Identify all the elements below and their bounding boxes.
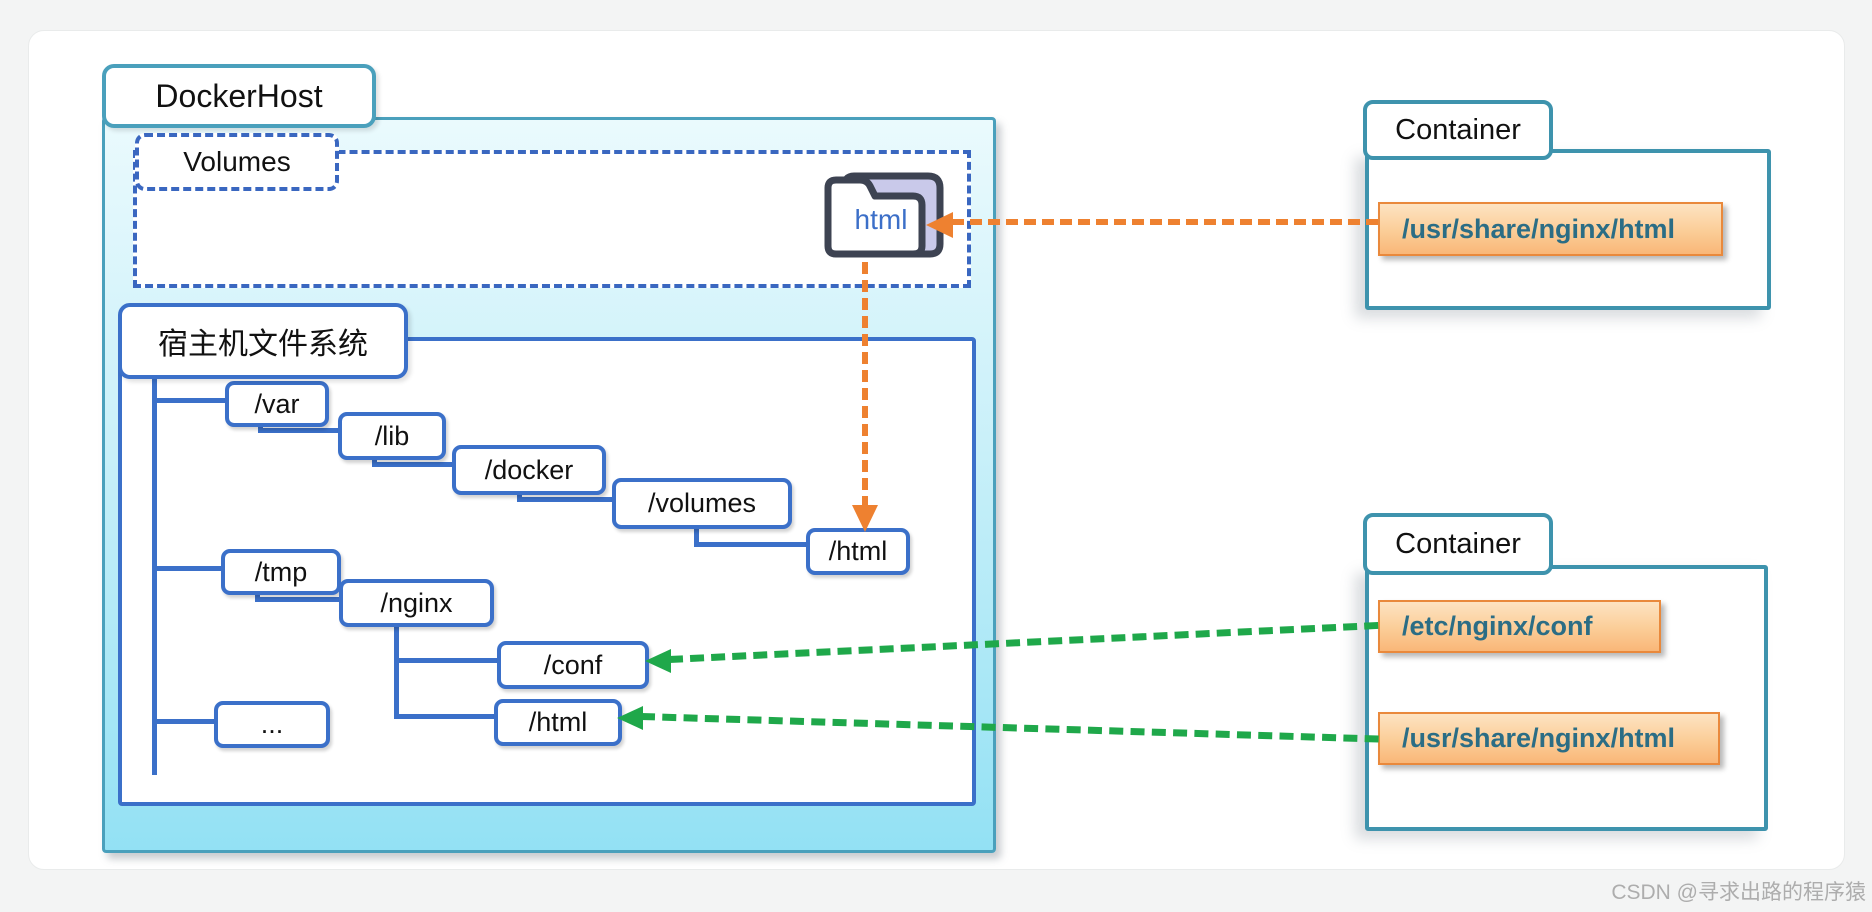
tree-branch-more [152,719,218,724]
tree-node-var: /var [225,381,329,427]
orange-dashed-line-container-to-folder [952,219,1378,225]
tree-node-lib-label: /lib [374,420,410,451]
tree-nginx-stem [394,616,399,719]
green-arrowhead-at-html [617,706,643,730]
orange-arrowhead-at-folder [926,212,953,238]
container-1-tab: Container [1363,100,1553,160]
tree-node-lib: /lib [338,412,446,460]
tree-node-html-nginx-label: /html [528,707,588,737]
folder-html-label: html [854,204,908,235]
tree-node-tmp-label: /tmp [254,556,308,587]
dockerhost-label: DockerHost [155,77,323,114]
tree-trunk [152,373,157,775]
orange-dashed-line-folder-to-html [862,262,868,508]
volumes-label: Volumes [183,146,291,177]
tree-node-more: ... [214,701,330,748]
container-2-mount-html: /usr/share/nginx/html [1378,712,1720,765]
tree-node-var-label: /var [254,388,300,419]
container-1-mount-html-label: /usr/share/nginx/html [1402,213,1676,244]
tree-stem-html-h [394,714,495,719]
tree-node-conf: /conf [497,641,649,689]
hostfs-label: 宿主机文件系统 [158,328,368,361]
container-2-tab: Container [1363,513,1553,575]
tree-node-docker-label: /docker [484,454,574,485]
open-folder-icon [824,172,944,258]
tree-node-nginx: /nginx [339,579,494,627]
tree-node-more-label: ... [260,709,284,739]
tree-branch-var [152,398,228,403]
tree-branch-tmp [152,566,224,571]
container-1-mount-html: /usr/share/nginx/html [1378,202,1723,256]
tree-node-html-volume: /html [806,528,910,575]
orange-arrowhead-at-html-node [852,505,878,532]
container-2-mount-conf-label: /etc/nginx/conf [1402,611,1593,641]
tree-node-volumes-label: /volumes [647,488,757,518]
tree-node-volumes: /volumes [612,478,792,529]
tree-tmp-nginx-h [255,597,343,602]
tree-node-nginx-label: /nginx [380,587,453,618]
tree-volumes-html-v [694,519,699,547]
tree-var-lib-h [258,428,342,433]
tree-stem-conf-h [394,658,498,663]
tree-volumes-html-h [694,542,810,547]
tree-node-tmp: /tmp [221,549,341,595]
tree-node-docker: /docker [452,445,606,495]
container-2-label: Container [1395,527,1521,560]
green-arrowhead-at-conf [645,649,671,673]
tree-node-conf-label: /conf [543,649,603,680]
container-2-mount-html-label: /usr/share/nginx/html [1402,723,1676,753]
tree-docker-volumes-h [517,497,616,502]
tree-node-html-volume-label: /html [828,536,888,566]
container-1-label: Container [1395,113,1521,146]
dockerhost-tab: DockerHost [102,64,376,128]
container-2-mount-conf: /etc/nginx/conf [1378,600,1661,653]
tree-node-html-nginx: /html [494,699,622,746]
tree-lib-docker-h [372,462,456,467]
hostfs-tab: 宿主机文件系统 [118,303,408,379]
watermark: CSDN @寻求出路的程序猿 [1611,881,1866,904]
volumes-tab: Volumes [135,133,339,191]
